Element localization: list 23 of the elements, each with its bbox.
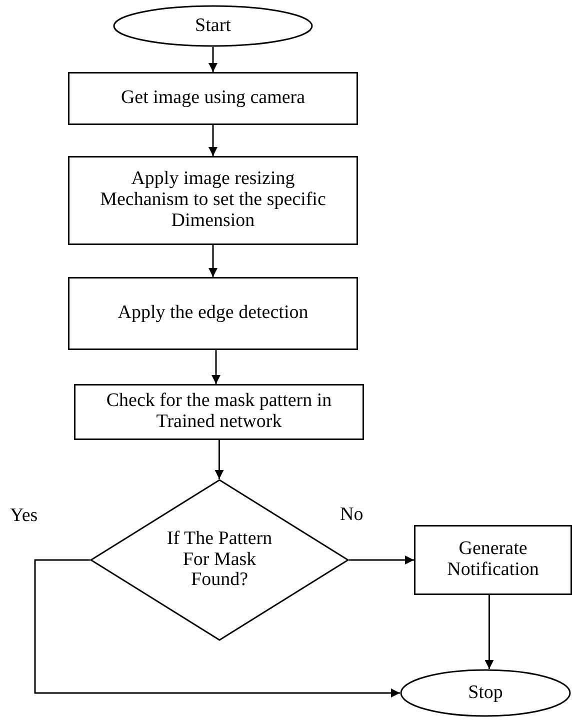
node-label: Stop xyxy=(468,682,503,704)
decision-text: If The Pattern For Mask Found? xyxy=(166,528,274,592)
node-label: Check for the mask pattern in Trained network xyxy=(105,391,333,433)
process-box xyxy=(414,525,572,595)
arrow xyxy=(214,440,224,479)
node-label: Start xyxy=(195,16,231,36)
node-label: Get image using camera xyxy=(120,88,306,109)
arrow xyxy=(349,556,414,564)
arrow xyxy=(34,559,400,698)
node-label: Apply image resizing Mechanism to set the specific Dimension xyxy=(99,169,327,232)
terminal-ellipse xyxy=(113,5,313,47)
arrow xyxy=(208,47,218,72)
process-box xyxy=(68,72,358,125)
arrow xyxy=(212,350,220,384)
node-label: Generate Notification xyxy=(446,539,540,581)
arrow xyxy=(208,125,218,156)
process-box xyxy=(68,277,358,350)
node-label: Apply the edge detection xyxy=(118,303,308,324)
terminal-ellipse xyxy=(400,669,571,717)
arrow xyxy=(208,245,218,277)
process-box xyxy=(74,384,364,440)
arrow xyxy=(484,595,494,669)
process-box xyxy=(68,156,358,245)
